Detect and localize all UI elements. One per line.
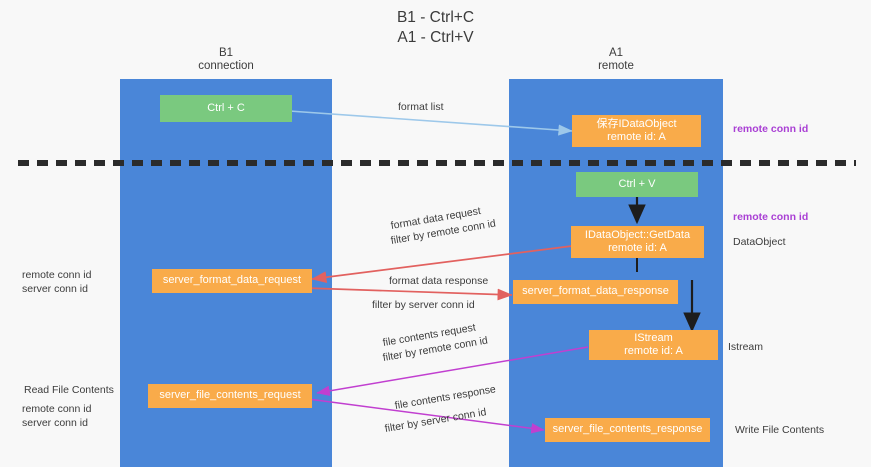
node-server-file-contents-response[interactable]: server_file_contents_response — [545, 418, 710, 442]
filter-prefix-2: filter by — [372, 299, 409, 311]
annotation-remote-conn-id-left-mid: remote conn id — [22, 269, 92, 281]
filter-prefix-4: filter by — [383, 417, 423, 435]
annotation-conn-ids-mid: remote conn id server conn id — [22, 268, 91, 296]
annotation-istream: Istream — [728, 341, 764, 353]
annotation-read-file-contents: Read File Contents — [24, 384, 114, 396]
node-server-file-contents-request[interactable]: server_file_contents_request — [148, 384, 312, 408]
server-conn-id-key-1: server conn id — [408, 299, 475, 311]
swimlane-header-a1: A1 remote — [598, 47, 634, 72]
annotation-dataobject: DataObject — [733, 236, 786, 248]
annotation-write-file-contents: Write File Contents — [735, 424, 825, 436]
edge-label-format-data-response: format data response — [389, 275, 489, 287]
annotation-remote-conn-id-top: remote conn id — [733, 123, 809, 135]
page-title: B1 - Ctrl+C A1 - Ctrl+V — [396, 9, 475, 46]
annotation-conn-ids-bottom: remote conn id server conn id — [22, 402, 91, 430]
arrow-format-data-response — [304, 287, 513, 301]
annotation-server-conn-id-left-mid: server conn id — [22, 283, 88, 295]
node-server-format-data-response[interactable]: server_format_data_response — [513, 280, 678, 304]
node-save-idataobject[interactable]: 保存IDataObject remote id: A — [572, 115, 701, 147]
node-ctrl-v[interactable]: Ctrl + V — [576, 172, 698, 197]
swimlane-header-b1: B1 connection — [198, 47, 254, 72]
node-idataobject-getdata[interactable]: IDataObject::GetData remote id: A — [571, 226, 704, 258]
phase-divider — [18, 160, 856, 166]
edge-label-format-list: format list — [398, 101, 444, 113]
node-istream[interactable]: IStream remote id: A — [589, 330, 718, 360]
node-server-format-data-request[interactable]: server_format_data_request — [152, 269, 312, 293]
annotation-remote-conn-id-mid: remote conn id — [733, 211, 809, 223]
server-conn-id-key-2: server conn id — [420, 406, 488, 429]
edge-label-format-data-response-filter: filter by server conn id — [372, 299, 475, 312]
annotation-server-conn-id-left-bottom: server conn id — [22, 417, 88, 429]
annotation-remote-conn-id-left-bottom: remote conn id — [22, 403, 92, 415]
node-ctrl-c[interactable]: Ctrl + C — [160, 95, 292, 122]
